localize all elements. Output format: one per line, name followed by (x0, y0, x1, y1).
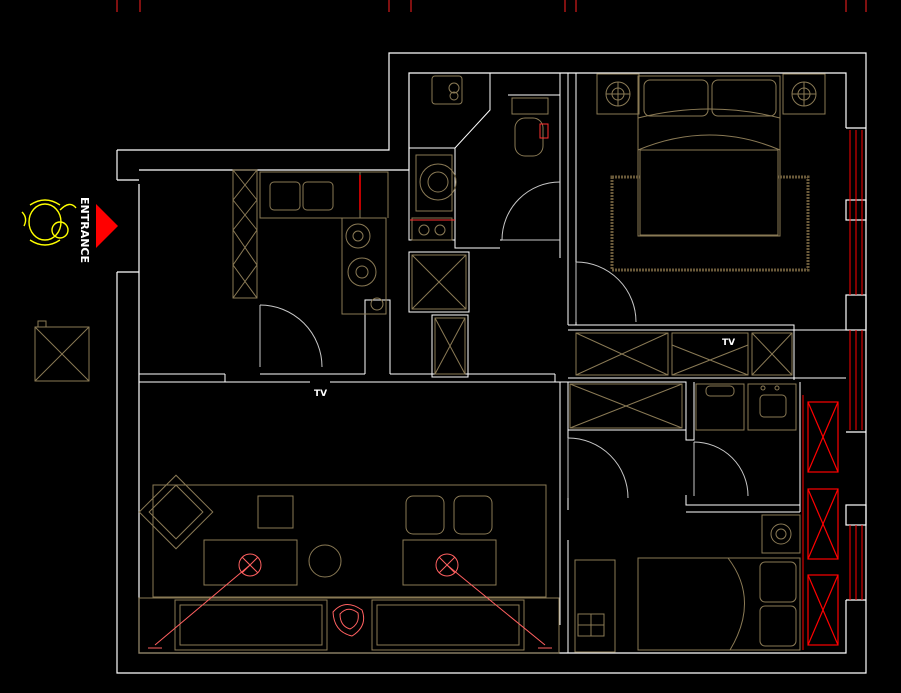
tv-label-upper: TV (722, 338, 735, 348)
grid-ticks (116, 0, 867, 12)
tv-label-lower: TV (314, 389, 327, 399)
wardrobe (807, 401, 839, 646)
door-swings (259, 181, 749, 499)
closets (411, 254, 793, 429)
person-figure-icon (21, 199, 77, 246)
bathroom-2 (695, 383, 797, 431)
right-windows (802, 130, 863, 650)
entrance-label: ENTRANCE (78, 197, 91, 263)
bed-overlay (639, 149, 779, 236)
red-triangle-arrow-icon (96, 204, 118, 248)
second-bedroom (574, 514, 801, 653)
living-room (138, 474, 560, 654)
outside-box (34, 320, 90, 382)
bathroom (411, 75, 549, 241)
master-bedroom (596, 73, 826, 237)
bathroom-accents (410, 123, 549, 221)
ceiling-lamp-icon (148, 553, 552, 649)
